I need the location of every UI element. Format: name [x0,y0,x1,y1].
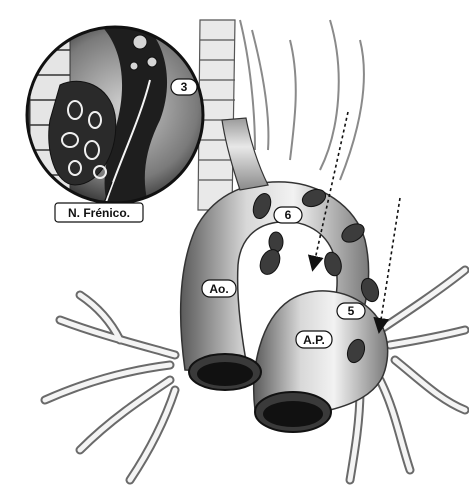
label-station-3: 3 [171,79,197,95]
svg-text:A.P.: A.P. [303,333,325,347]
pulmonary-artery [254,291,388,410]
svg-text:6: 6 [285,208,292,222]
svg-text:3: 3 [181,80,188,94]
label-phrenic-nerve: N. Frénico. [55,203,143,222]
label-pulmonary-artery: A.P. [296,331,332,348]
label-station-6: 6 [274,207,302,223]
svg-text:N. Frénico.: N. Frénico. [68,206,130,220]
svg-text:5: 5 [348,304,355,318]
svg-text:Ao.: Ao. [209,282,228,296]
background-vessels [240,20,364,180]
label-station-5: 5 [337,303,365,319]
label-aorta: Ao. [202,280,236,297]
arrow-lower [380,198,400,326]
inset-magnifier [27,20,203,210]
